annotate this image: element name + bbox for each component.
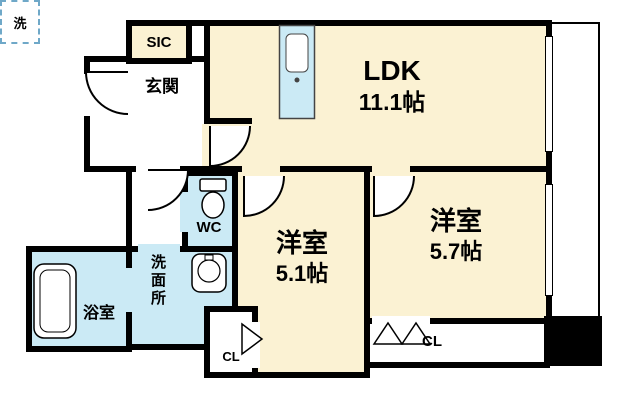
door-opening-entrance-ldk	[202, 124, 212, 166]
bedroom2-door-arc-icon	[373, 175, 415, 218]
kitchen-counter-icon	[278, 24, 316, 120]
wc-label: WC	[196, 219, 222, 236]
window-bedroom2	[545, 184, 553, 296]
bedroom1-door-arc-icon	[243, 175, 285, 218]
hall-door-arc-icon	[147, 169, 190, 211]
door-opening-bedroom2-closet	[372, 316, 430, 326]
bathroom-label: 浴室	[82, 305, 116, 322]
bedroom2-label: 洋室	[429, 206, 483, 236]
door-opening-ldk-bedroom2	[372, 164, 410, 174]
sic-label: SIC	[146, 33, 172, 51]
room-sic: SIC	[126, 20, 192, 64]
genkan-label: 玄関	[145, 77, 179, 96]
ldk-door-arc-icon	[209, 125, 251, 168]
entrance-door-arc-icon	[84, 71, 129, 115]
ldk-label: LDK	[363, 55, 421, 86]
bedroom1-label: 洋室	[275, 228, 329, 258]
ldk-size-label: 11.1帖	[358, 89, 426, 115]
washing-machine-icon: 洗	[0, 0, 40, 44]
washroom-label: 洗面所	[149, 254, 166, 308]
door-opening-hall-washroom	[138, 244, 180, 254]
balcony	[546, 22, 600, 340]
hinged-door-icon	[241, 322, 264, 356]
bedroom1-size-label: 5.1帖	[275, 261, 329, 286]
bedroom2-size-label: 5.7帖	[429, 239, 483, 264]
closet-center-label: CL	[222, 349, 240, 364]
entrance-stub-wall	[204, 118, 252, 124]
bathtub-icon	[33, 263, 77, 339]
folding-door-icon	[372, 321, 432, 345]
sink-icon	[191, 253, 227, 293]
window-ldk	[545, 36, 553, 152]
structural-corner-block	[544, 316, 602, 366]
closet-right-label: CL	[422, 333, 442, 350]
door-opening-ldk-bedroom1	[242, 164, 280, 174]
door-opening-hall-wc	[180, 192, 190, 232]
toilet-icon	[199, 178, 227, 219]
door-opening-washroom-bathroom	[124, 268, 134, 312]
laundry-label: 洗	[13, 15, 27, 31]
